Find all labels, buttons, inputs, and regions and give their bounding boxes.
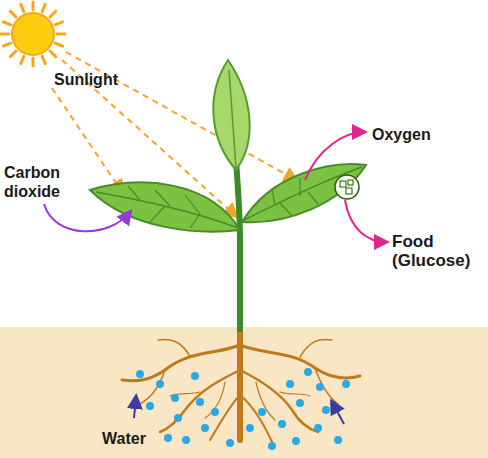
leaf xyxy=(213,60,249,170)
oxygen-arrow xyxy=(305,132,364,180)
food-arrow xyxy=(345,200,386,242)
text-label: Sunlight xyxy=(54,70,144,89)
text-label: Carbon dioxide xyxy=(4,163,86,201)
text-label: Water xyxy=(102,429,182,448)
leaf xyxy=(242,164,366,222)
sun xyxy=(1,2,65,66)
text-label: Oxygen xyxy=(372,125,472,144)
water-arrow xyxy=(134,397,136,418)
text-label: Food (Glucose) xyxy=(392,232,484,270)
water-drops xyxy=(136,368,350,450)
chloroplast xyxy=(335,175,359,199)
water-arrow xyxy=(332,402,344,424)
leaf xyxy=(90,183,240,232)
soil xyxy=(0,327,488,458)
co2-arrow xyxy=(44,204,130,231)
roots xyxy=(122,330,360,442)
